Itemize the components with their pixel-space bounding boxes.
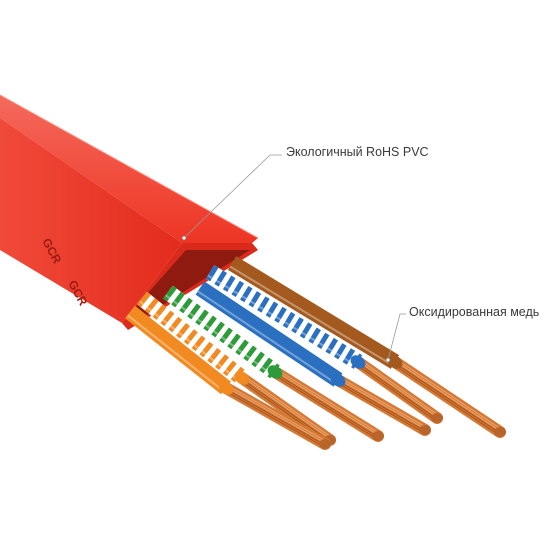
leader-copper	[387, 313, 406, 361]
wire-brown	[227, 256, 506, 438]
copper-conductor	[389, 356, 506, 438]
jacket-top-face	[0, 95, 258, 243]
copper-tip	[319, 439, 331, 449]
wire-insulation	[125, 305, 231, 395]
wire-stripe	[137, 291, 247, 385]
callout-pvc-label: Экологичный RoHS PVC	[286, 145, 429, 159]
wire-bundle	[125, 256, 506, 450]
copper-tip	[431, 413, 443, 423]
leader-pvc	[183, 154, 282, 239]
insulation-end	[330, 373, 346, 387]
insulation-end	[234, 371, 250, 385]
jacket-side-face	[0, 118, 182, 323]
wire-insulation	[195, 281, 343, 387]
wire-insulation	[227, 256, 400, 369]
wire-blue	[195, 281, 431, 436]
wire-orange-white	[137, 291, 336, 446]
insulation-end	[218, 381, 234, 395]
copper-conductor	[236, 372, 336, 446]
copper-tip	[372, 431, 384, 441]
copper-conductor	[352, 356, 443, 424]
wire-stripe	[163, 285, 280, 379]
insulation-end	[350, 355, 366, 369]
insulation-end	[267, 365, 283, 379]
copper-conductor	[332, 374, 431, 436]
wire-stripe	[205, 265, 363, 369]
callout-leaders	[181, 154, 406, 363]
callout-copper-label: Оксидированная медь	[409, 305, 540, 319]
copper-tip	[419, 425, 431, 435]
wire-green-white	[163, 285, 384, 442]
wire-orange	[125, 305, 331, 450]
copper-conductor	[269, 366, 384, 442]
wire-blue-white	[205, 265, 443, 424]
insulation-end	[387, 355, 403, 369]
copper-tip	[494, 427, 506, 437]
copper-conductor	[220, 382, 331, 450]
